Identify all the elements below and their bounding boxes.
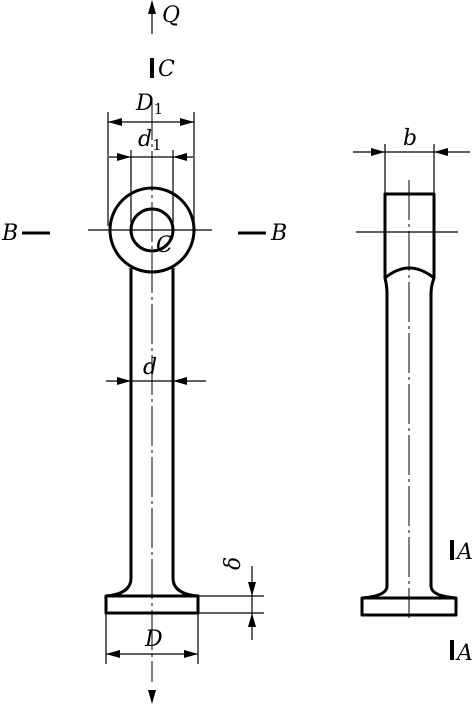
flange-thickness-label: δ	[221, 557, 246, 570]
b-arrow-left	[371, 148, 385, 156]
d1-inner-label: d1	[138, 127, 162, 154]
delta-arrow-top	[248, 582, 256, 596]
rod-outline	[105, 268, 199, 598]
load-arrow-head	[148, 0, 156, 14]
center-c-label: C	[156, 233, 173, 258]
d1-arrow-right	[180, 118, 194, 126]
d-arrow-left	[117, 377, 131, 385]
right-rod-outline	[361, 277, 457, 600]
d1-arrow-left	[108, 118, 122, 126]
d-arrow-right	[173, 377, 187, 385]
d1-inner-arrow-right	[173, 153, 187, 161]
eye-inner-circle	[129, 207, 175, 253]
bottom-arrow-head	[148, 690, 156, 704]
d1-inner-arrow-left	[117, 153, 131, 161]
section-a-label-bottom: A	[455, 641, 473, 666]
eye-outer-circle	[108, 186, 196, 274]
rod-diameter-label: d	[143, 355, 157, 380]
section-b-label-left: B	[1, 221, 18, 246]
load-label: Q	[162, 3, 180, 28]
section-b-label-right: B	[270, 221, 287, 246]
delta-arrow-bottom	[248, 613, 256, 627]
width-label: b	[403, 126, 417, 151]
right-body-outline	[383, 192, 436, 280]
d1-label: D1	[135, 91, 163, 118]
right-base-flange	[360, 596, 458, 617]
section-a-label-top: A	[455, 540, 473, 565]
b-arrow-right	[434, 148, 448, 156]
base-flange	[104, 594, 200, 615]
d-base-arrow-right	[184, 650, 198, 658]
base-diameter-label: D	[144, 627, 163, 652]
section-c-label: C	[158, 57, 175, 82]
d-base-arrow-left	[106, 650, 120, 658]
